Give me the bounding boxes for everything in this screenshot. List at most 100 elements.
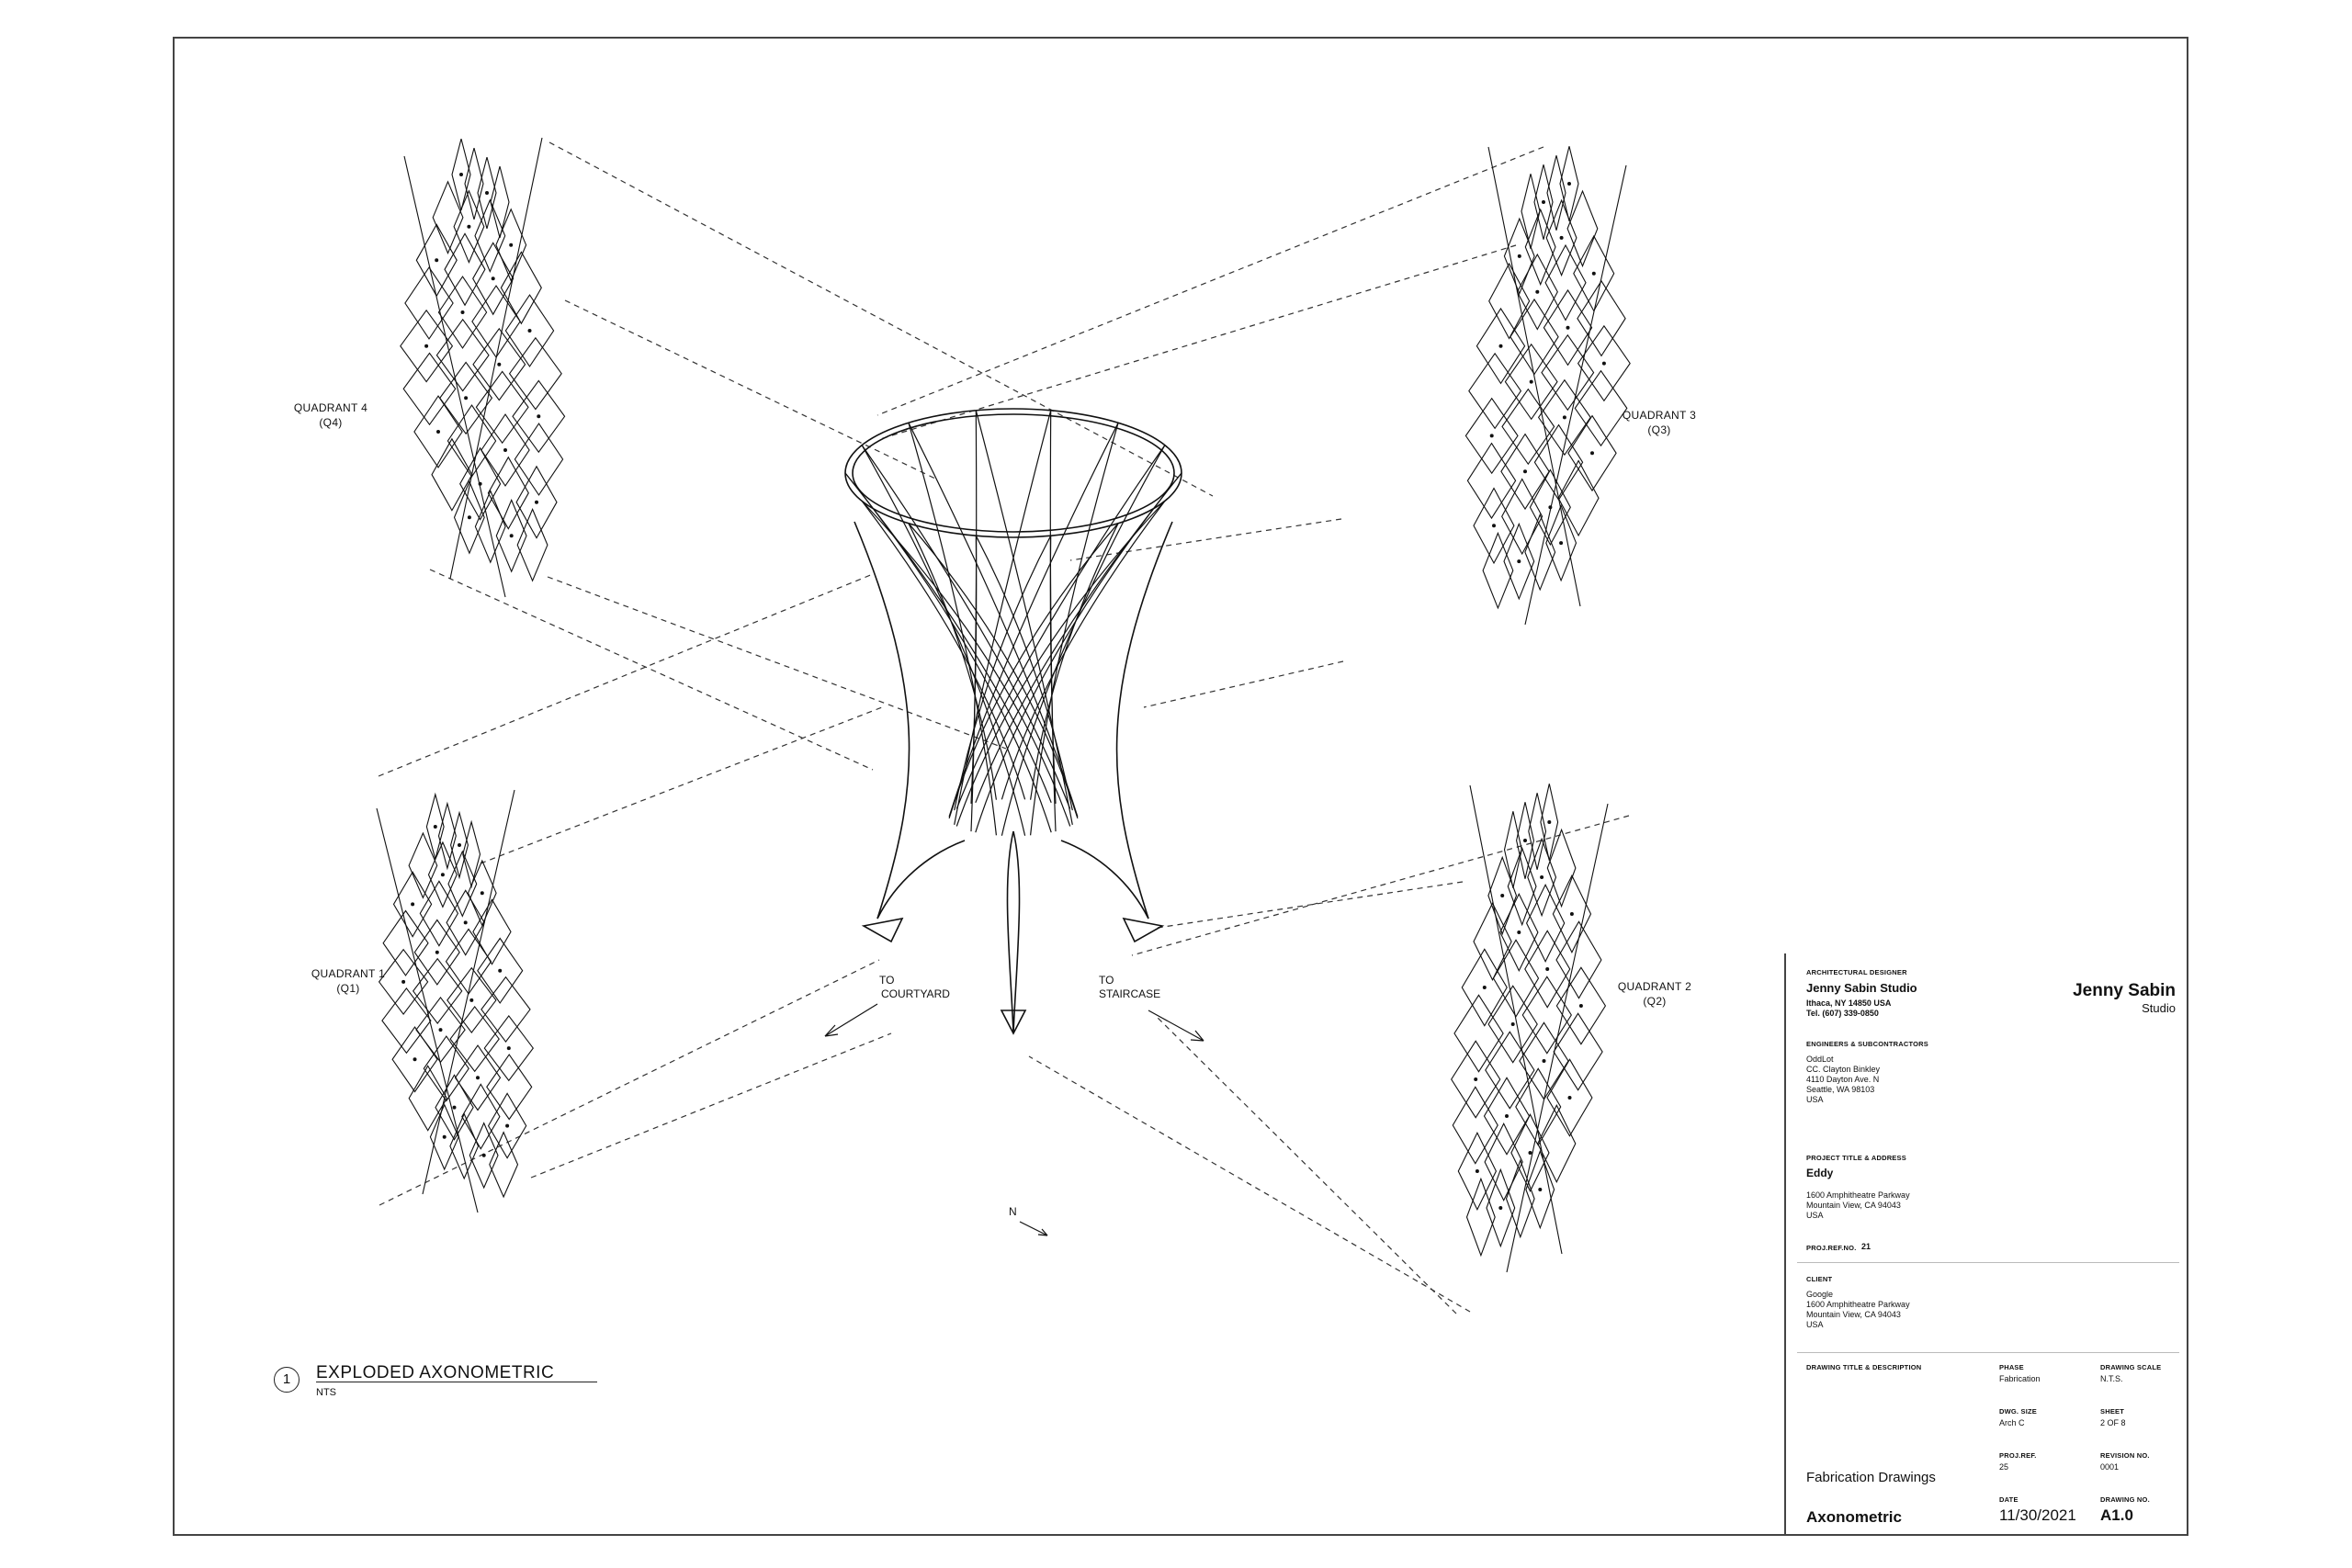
panel-cell (435, 1074, 474, 1141)
projection-line (564, 299, 938, 480)
to-staircase-label: TO STAIRCASE (1099, 974, 1160, 1001)
panel-perforation (1489, 434, 1494, 438)
lattice-member (908, 423, 1079, 818)
quadrant-1-label: QUADRANT 1 (Q1) (293, 966, 403, 996)
panel-perforation (485, 191, 489, 195)
studio-name: Jenny Sabin Studio (1806, 981, 1917, 995)
panel-cell (486, 1054, 533, 1121)
panel-cell (1552, 874, 1592, 953)
staircase-arrow-shaft (1148, 1010, 1204, 1042)
title-block-divider (1797, 1262, 2179, 1263)
project-address-line: Mountain View, CA 94043 (1806, 1201, 1901, 1210)
panel-cell (1510, 298, 1559, 376)
studio-logo-line1: Jenny Sabin (2073, 981, 2176, 1000)
projection-line (429, 569, 874, 771)
lattice-member (956, 500, 1166, 827)
quadrant-4-name: QUADRANT 4 (293, 401, 368, 414)
front-leg (1006, 830, 1021, 1034)
engineers-block: OddLot CC. Clayton Binkley 4110 Dayton A… (1806, 1055, 1880, 1105)
panel-perforation (498, 968, 503, 973)
panel-perforation (1505, 1114, 1509, 1118)
date-value: 11/30/2021 (1999, 1506, 2076, 1524)
panel-cell (1543, 288, 1593, 367)
arch-designer-heading: ARCHITECTURAL DESIGNER (1806, 968, 1907, 976)
to-courtyard-label: TO COURTYARD (879, 974, 950, 1001)
lattice-member (954, 410, 1052, 826)
panel-cell (495, 208, 527, 283)
project-name: Eddy (1806, 1167, 1834, 1179)
north-label: N (1009, 1205, 1017, 1218)
panel-perforation (1492, 524, 1496, 528)
panel-cell (454, 1044, 502, 1111)
panel-cell (1504, 343, 1558, 421)
quadrant-2-code: (Q2) (1643, 995, 1667, 1008)
panel-spine (376, 789, 515, 1213)
panel-perforation (1559, 541, 1564, 546)
panel-cell (1499, 893, 1539, 972)
panel-cell (1500, 433, 1550, 511)
panel-cell (1507, 846, 1537, 927)
panel-cell (1559, 146, 1579, 221)
panel-cell (1510, 1113, 1550, 1192)
panel-perforation (503, 448, 507, 452)
panel-cell (1461, 948, 1508, 1027)
leg-feet (861, 917, 1165, 1035)
panel-perforation (1500, 894, 1505, 897)
panel-cell (467, 859, 497, 927)
panel-cell (1465, 1177, 1496, 1258)
panel-spine (1469, 784, 1609, 1273)
panel-perforation (1523, 839, 1527, 842)
panel-perforation (476, 1076, 480, 1080)
outer-profile (854, 521, 1173, 919)
panel-perforation (497, 362, 502, 367)
lattice-member (975, 535, 1073, 811)
panel-perforation (1498, 1206, 1503, 1210)
panel-cell (1555, 920, 1602, 999)
quadrant-1-panel (376, 789, 534, 1213)
panel-cell (429, 1103, 459, 1171)
panel-cell (378, 948, 429, 1016)
engineers-line: USA (1806, 1095, 1824, 1104)
quadrant-1-name: QUADRANT 1 (311, 967, 386, 980)
panel-cell (1485, 1031, 1535, 1110)
panel-perforation (1498, 344, 1503, 348)
staircase-arrow-head (1190, 1030, 1204, 1042)
panel-cell (1533, 164, 1554, 240)
project-address-block: 1600 Amphitheatre Parkway Mountain View,… (1806, 1190, 1910, 1221)
panel-cell (1486, 1168, 1516, 1248)
panel-cell (495, 498, 527, 573)
quadrant-4-panel (400, 137, 566, 598)
panel-cell (447, 850, 478, 918)
panel-cell (400, 309, 454, 383)
phase-label: PHASE (1999, 1363, 2024, 1371)
panel-perforation (458, 843, 461, 847)
panel-cell (381, 987, 432, 1055)
panel-cell (419, 880, 459, 947)
studio-telephone: Tel. (607) 339-0850 (1806, 1009, 1879, 1018)
lattice-member (956, 445, 1166, 809)
panel-cell (1468, 352, 1522, 430)
client-line: USA (1806, 1320, 1824, 1329)
panel-cell (1521, 976, 1572, 1055)
panel-cell (474, 198, 506, 274)
panel-perforation (481, 1153, 486, 1157)
panel-perforation (1591, 271, 1596, 276)
dwg-size-value: Arch C (1999, 1418, 2025, 1427)
panel-perforation (467, 515, 471, 520)
panel-cell (1533, 423, 1584, 502)
panel-cell (1546, 828, 1577, 908)
client-line: Google (1806, 1290, 1834, 1299)
panel-perforation (435, 258, 439, 263)
panel-cell (1464, 397, 1519, 475)
panel-cell (1546, 155, 1566, 231)
panel-perforation (506, 1046, 511, 1051)
panel-perforation (1578, 1004, 1583, 1008)
drawing-sheet-border (173, 37, 2188, 1536)
top-ring-inner (852, 413, 1175, 533)
panel-perforation (440, 873, 445, 877)
proj-ref-no-value: 21 (1861, 1242, 1871, 1251)
panel-cell (1524, 208, 1556, 287)
panel-cell (483, 1014, 534, 1082)
panel-cell (1577, 279, 1626, 357)
lattice-member (975, 472, 1182, 804)
